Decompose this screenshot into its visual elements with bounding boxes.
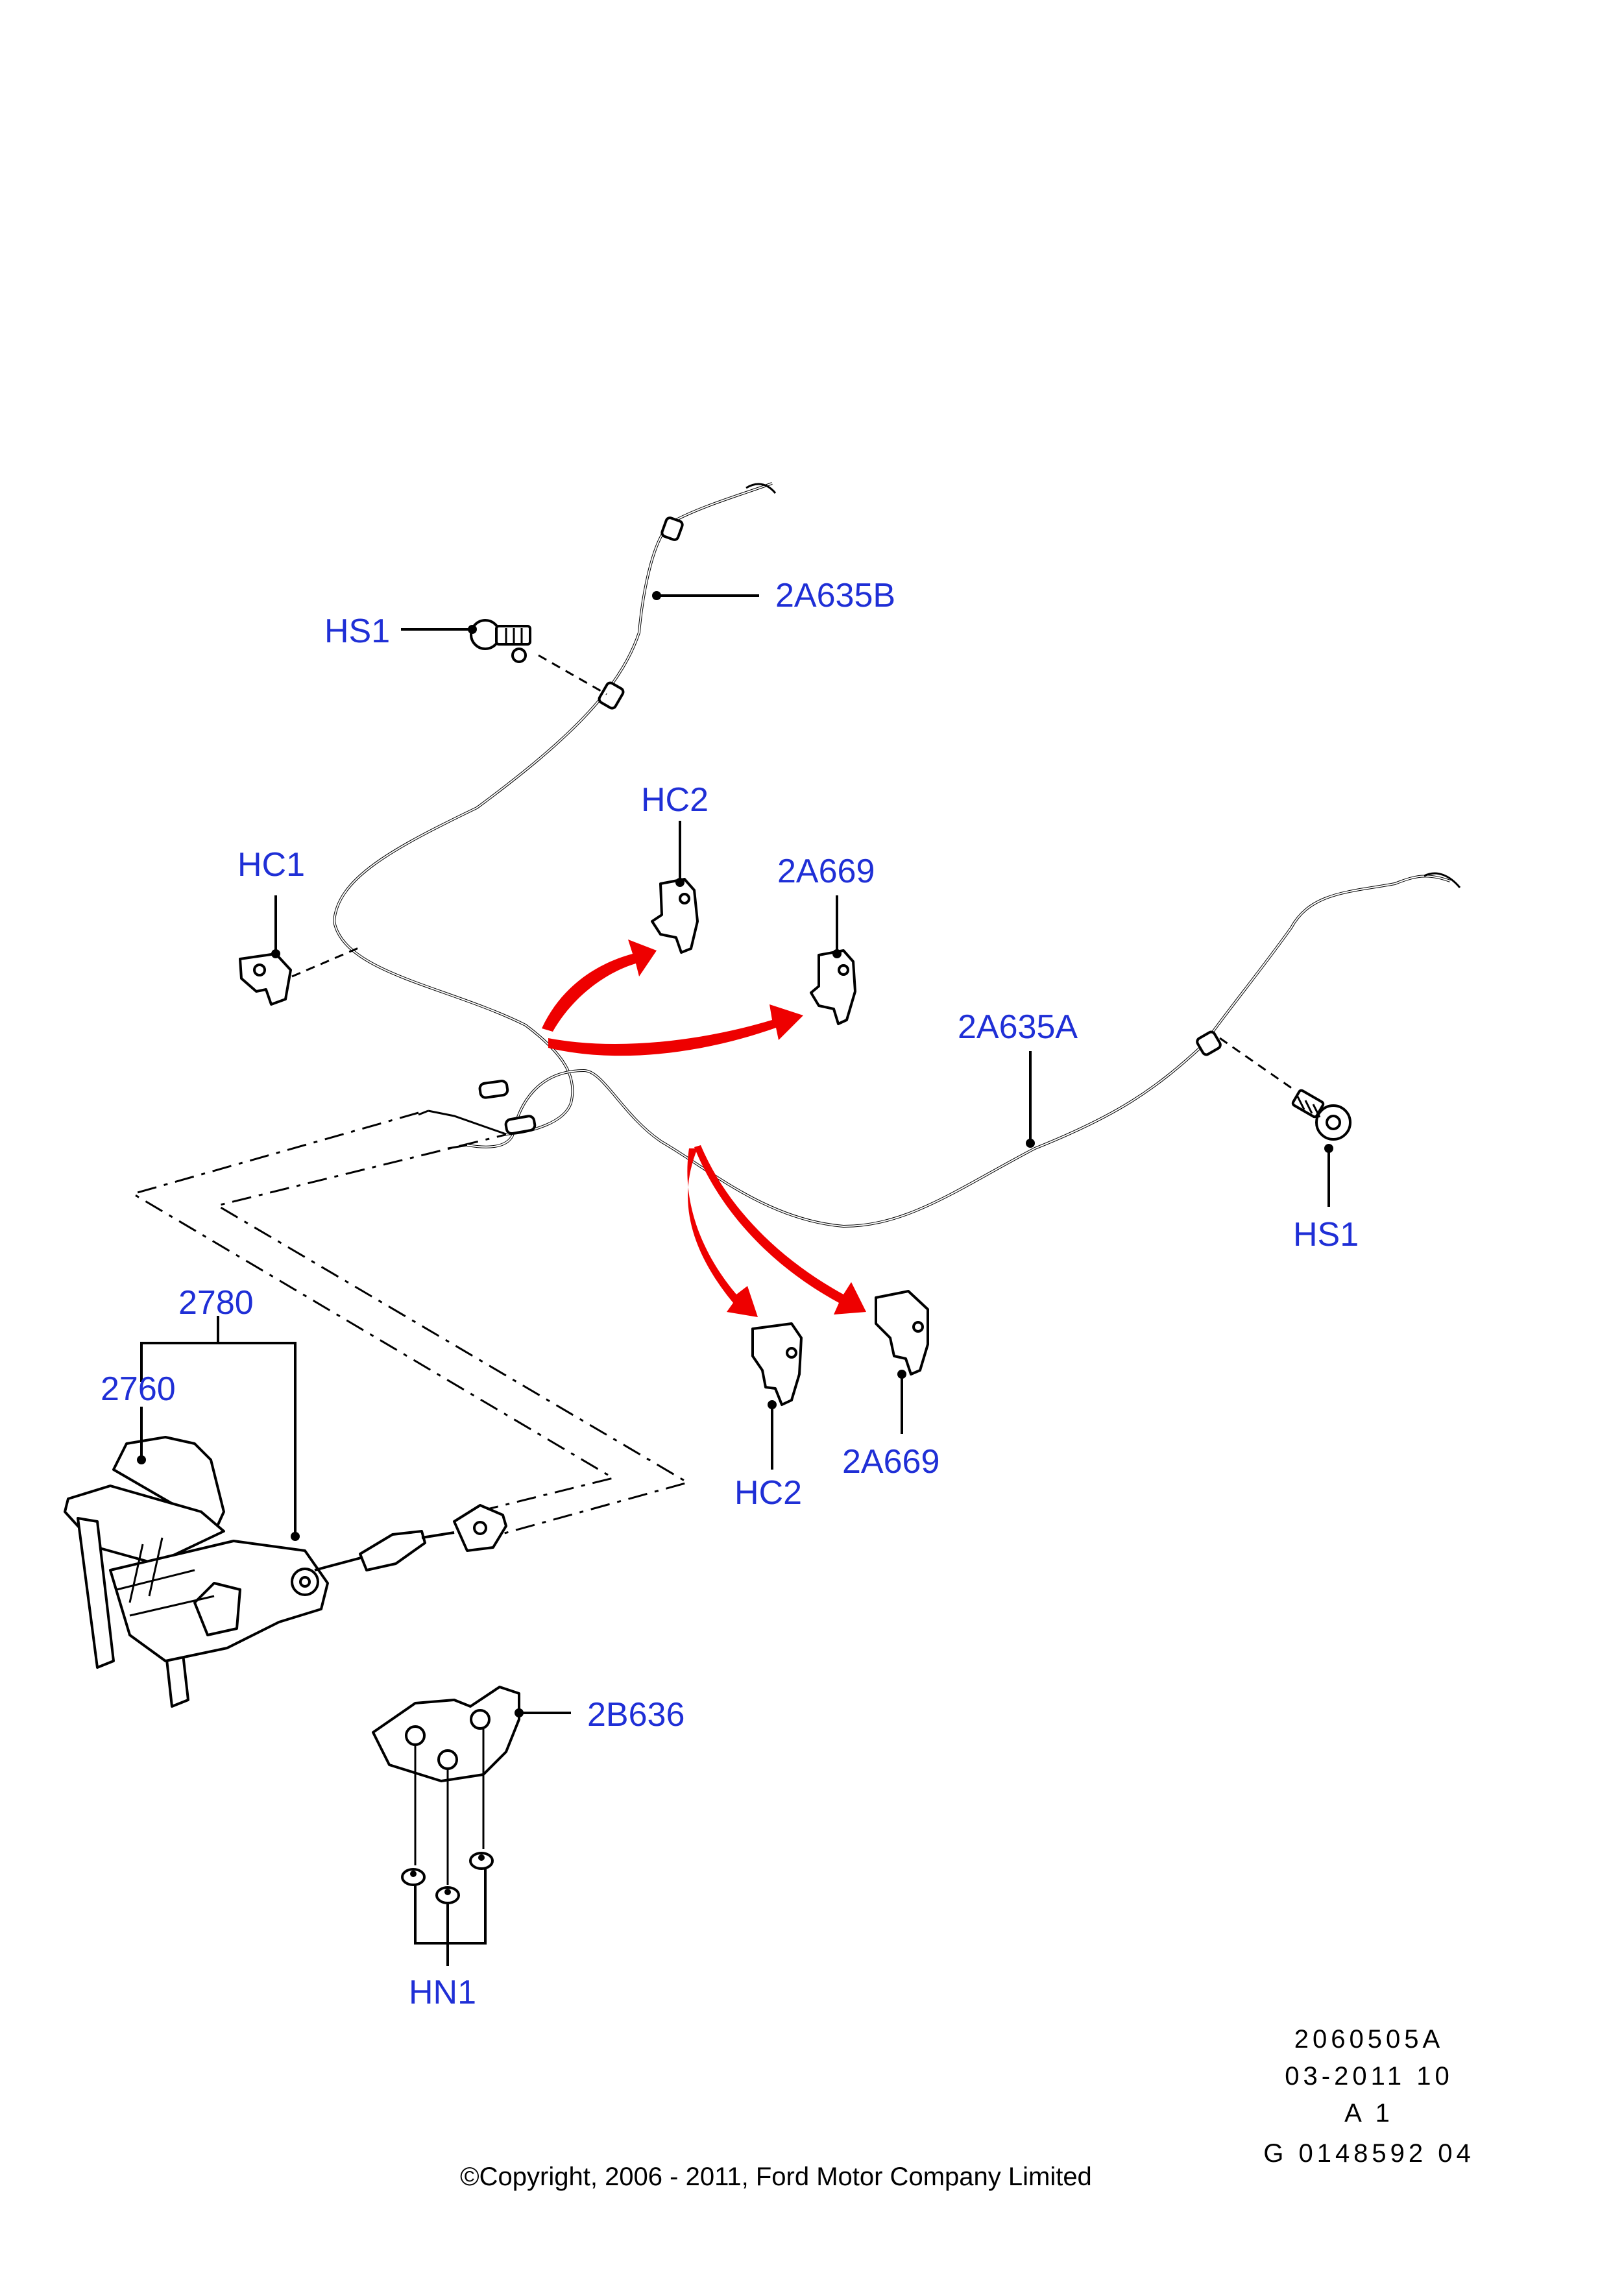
revision: A 1 bbox=[1344, 2099, 1394, 2127]
bracket-2a669-upper bbox=[810, 949, 856, 1025]
callout-2a669-upper: 2A669 bbox=[777, 853, 875, 890]
parking-brake-lever bbox=[64, 1436, 507, 1708]
callout-hc2-lower: HC2 bbox=[734, 1474, 802, 1512]
callout-2a669-lower: 2A669 bbox=[842, 1443, 939, 1481]
reference-block: 2060505A 03-2011 10 A 1 G 0148592 04 bbox=[1263, 2025, 1475, 2168]
callout-2a635a: 2A635A bbox=[958, 1008, 1078, 1046]
clip-hc2-upper bbox=[651, 878, 699, 954]
date-code: 03-2011 10 bbox=[1285, 2062, 1453, 2091]
cable-2a635b bbox=[332, 482, 777, 1135]
callout-hs1-upper: HS1 bbox=[324, 612, 390, 650]
screw-hs1-right bbox=[1219, 1037, 1351, 1141]
phantom-outline bbox=[130, 1111, 690, 1540]
callout-hn1: HN1 bbox=[409, 1974, 476, 2011]
cover-2b636 bbox=[372, 1686, 520, 1782]
g-number: G 0148592 04 bbox=[1263, 2139, 1475, 2168]
callout-2760: 2760 bbox=[101, 1370, 176, 1408]
leader-lines bbox=[137, 591, 1333, 1717]
callout-2b636: 2B636 bbox=[587, 1696, 685, 1734]
clip-hc2-lower bbox=[751, 1322, 803, 1406]
callout-2a635b: 2A635B bbox=[775, 577, 895, 614]
cable-2a635a bbox=[447, 872, 1461, 1228]
callout-hc2-upper: HC2 bbox=[641, 781, 709, 819]
callout-hc1: HC1 bbox=[237, 846, 305, 884]
nuts-hn1 bbox=[401, 1728, 494, 1966]
ref-number: 2060505A bbox=[1294, 2025, 1444, 2054]
copyright-notice: ©Copyright, 2006 - 2011, Ford Motor Comp… bbox=[460, 2163, 1092, 2191]
callout-2780: 2780 bbox=[178, 1284, 254, 1322]
bracket-2a669-lower bbox=[875, 1290, 929, 1376]
callout-hs1-right: HS1 bbox=[1293, 1216, 1359, 1254]
screw-hs1-upper bbox=[470, 619, 607, 696]
assembly-arrows bbox=[542, 939, 866, 1317]
callout-labels: 2A635B HS1 HC1 HC2 2A669 2A635A HS1 2780… bbox=[101, 577, 1359, 2011]
clip-hc1 bbox=[239, 946, 361, 1006]
